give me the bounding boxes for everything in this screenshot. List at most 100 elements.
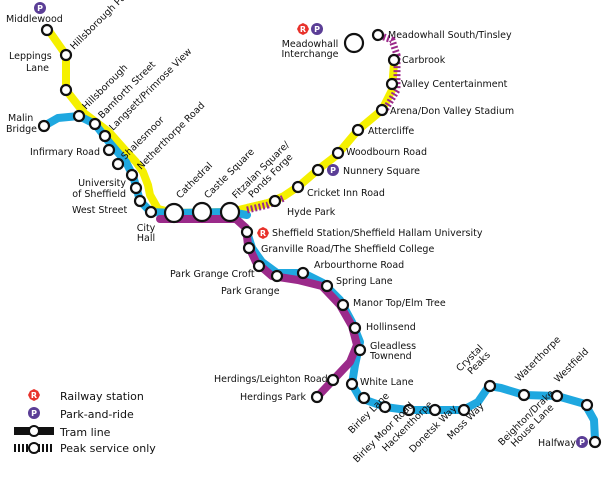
- station-valley-centertainment[interactable]: [385, 77, 399, 91]
- label-nunnery-square: Nunnery Square: [343, 166, 420, 177]
- label-hollinsend: Hollinsend: [366, 322, 416, 333]
- label-manor-top: Manor Top/Elm Tree: [353, 298, 446, 309]
- station-moss-way[interactable]: [457, 403, 471, 417]
- label-arbourthorne-road: Arbourthorne Road: [314, 260, 404, 271]
- station-malin-bridge[interactable]: [37, 119, 51, 133]
- station-castle-square[interactable]: [191, 201, 213, 223]
- svg-text:P: P: [330, 166, 336, 175]
- station-cricket-inn[interactable]: [291, 180, 305, 194]
- station-cathedral[interactable]: [163, 202, 185, 224]
- svg-text:P: P: [579, 438, 585, 447]
- svg-text:R: R: [300, 25, 306, 34]
- legend-tram-line-label: Tram line: [59, 426, 111, 439]
- legend-peak-service-label: Peak service only: [60, 442, 156, 455]
- station-donetsk-way[interactable]: [428, 403, 442, 417]
- legend: R Railway station P Park-and-ride Tram l…: [14, 389, 156, 455]
- legend-tram-line-icon: [14, 425, 54, 437]
- label-attercliffe: Attercliffe: [368, 126, 414, 137]
- station-shalesmoor[interactable]: [111, 157, 125, 171]
- station-park-grange-croft[interactable]: [252, 259, 266, 273]
- station-netherthorpe-road[interactable]: [125, 168, 139, 182]
- station-westfield[interactable]: [580, 398, 594, 412]
- station-beighton[interactable]: [517, 388, 531, 402]
- station-meadowhall-south[interactable]: [371, 28, 385, 42]
- station-leppings-lane[interactable]: [59, 83, 73, 97]
- station-herdings-park[interactable]: [310, 390, 324, 404]
- label-herdings-park: Herdings Park: [240, 392, 306, 403]
- label-sheffield-station: Sheffield Station/Sheffield Hallam Unive…: [272, 228, 483, 239]
- legend-park-ride-label: Park-and-ride: [60, 408, 134, 421]
- station-woodbourn-road[interactable]: [331, 146, 345, 160]
- railway-icon-meadowhall: R: [297, 23, 309, 35]
- label-middlewood: Middlewood: [6, 14, 63, 25]
- svg-text:R: R: [260, 229, 266, 238]
- station-middlewood[interactable]: [40, 23, 54, 37]
- station-birley-lane[interactable]: [357, 391, 371, 405]
- label-crystal-peaks: CrystalPeaks: [454, 343, 493, 382]
- label-granville-road: Granville Road/The Sheffield College: [261, 244, 434, 255]
- label-woodbourn-road: Woodbourn Road: [346, 147, 427, 158]
- station-spring-lane[interactable]: [320, 279, 334, 293]
- label-halfway: Halfway: [538, 438, 576, 449]
- park-ride-icon-halfway: P: [576, 436, 588, 448]
- label-west-street: West Street: [72, 205, 128, 216]
- station-bamforth-street[interactable]: [88, 117, 102, 131]
- station-gleadless-townend[interactable]: [353, 343, 367, 357]
- park-ride-icon-meadowhall: P: [311, 23, 323, 35]
- station-arena[interactable]: [375, 103, 389, 117]
- label-park-grange: Park Grange: [221, 286, 280, 297]
- label-westfield: Westfield: [552, 346, 591, 385]
- station-manor-top[interactable]: [336, 298, 350, 312]
- station-meadowhall-interchange[interactable]: [343, 32, 365, 54]
- label-park-grange-croft: Park Grange Croft: [170, 269, 255, 280]
- label-infirmary-road: Infirmary Road: [30, 147, 100, 158]
- station-arbourthorne-road[interactable]: [296, 266, 310, 280]
- svg-text:P: P: [37, 4, 43, 13]
- station-birley-moor-road[interactable]: [378, 400, 392, 414]
- station-crystal-peaks[interactable]: [483, 379, 497, 393]
- station-infirmary-road[interactable]: [102, 143, 116, 157]
- label-fitzalan: Fitzalan Square/Ponds Forge: [230, 139, 300, 209]
- svg-text:P: P: [314, 25, 320, 34]
- label-arena: Arena/Don Valley Stadium: [390, 106, 514, 117]
- station-white-lane[interactable]: [345, 377, 359, 391]
- stations: [37, 23, 602, 449]
- station-west-street[interactable]: [133, 194, 147, 208]
- station-hollinsend[interactable]: [348, 321, 362, 335]
- legend-railway-label: Railway station: [60, 390, 144, 403]
- label-carbrook: Carbrook: [402, 55, 446, 66]
- railway-icon-sheffield-station: R: [257, 227, 269, 239]
- station-granville-road[interactable]: [242, 241, 256, 255]
- legend-peak-service-icon: [14, 442, 54, 454]
- station-hackenthorpe[interactable]: [402, 403, 416, 417]
- station-hyde-park[interactable]: [268, 194, 282, 208]
- station-city-hall[interactable]: [144, 205, 158, 219]
- label-valley-centertainment: Valley Centertainment: [401, 79, 508, 90]
- station-langsett[interactable]: [98, 129, 112, 143]
- svg-text:P: P: [31, 409, 37, 418]
- station-sheffield-station[interactable]: [240, 225, 254, 239]
- label-hyde-park: Hyde Park: [287, 207, 336, 218]
- station-nunnery-square[interactable]: [311, 163, 325, 177]
- legend-park-ride-icon: P: [28, 407, 40, 419]
- station-hillsborough[interactable]: [72, 109, 86, 123]
- station-attercliffe[interactable]: [351, 123, 365, 137]
- station-herdings-leighton[interactable]: [326, 373, 340, 387]
- station-fitzalan[interactable]: [219, 201, 241, 223]
- station-university[interactable]: [129, 181, 143, 195]
- station-hillsborough-park[interactable]: [59, 48, 73, 62]
- label-hillsborough-park: Hillsborough Park: [68, 0, 135, 52]
- station-park-grange[interactable]: [270, 269, 284, 283]
- label-white-lane: White Lane: [360, 377, 414, 388]
- station-halfway[interactable]: [588, 435, 602, 449]
- park-ride-icon-middlewood: P: [34, 2, 46, 14]
- station-carbrook[interactable]: [387, 53, 401, 67]
- station-waterthorpe[interactable]: [550, 389, 564, 403]
- label-meadowhall-south: Meadowhall South/Tinsley: [388, 30, 512, 41]
